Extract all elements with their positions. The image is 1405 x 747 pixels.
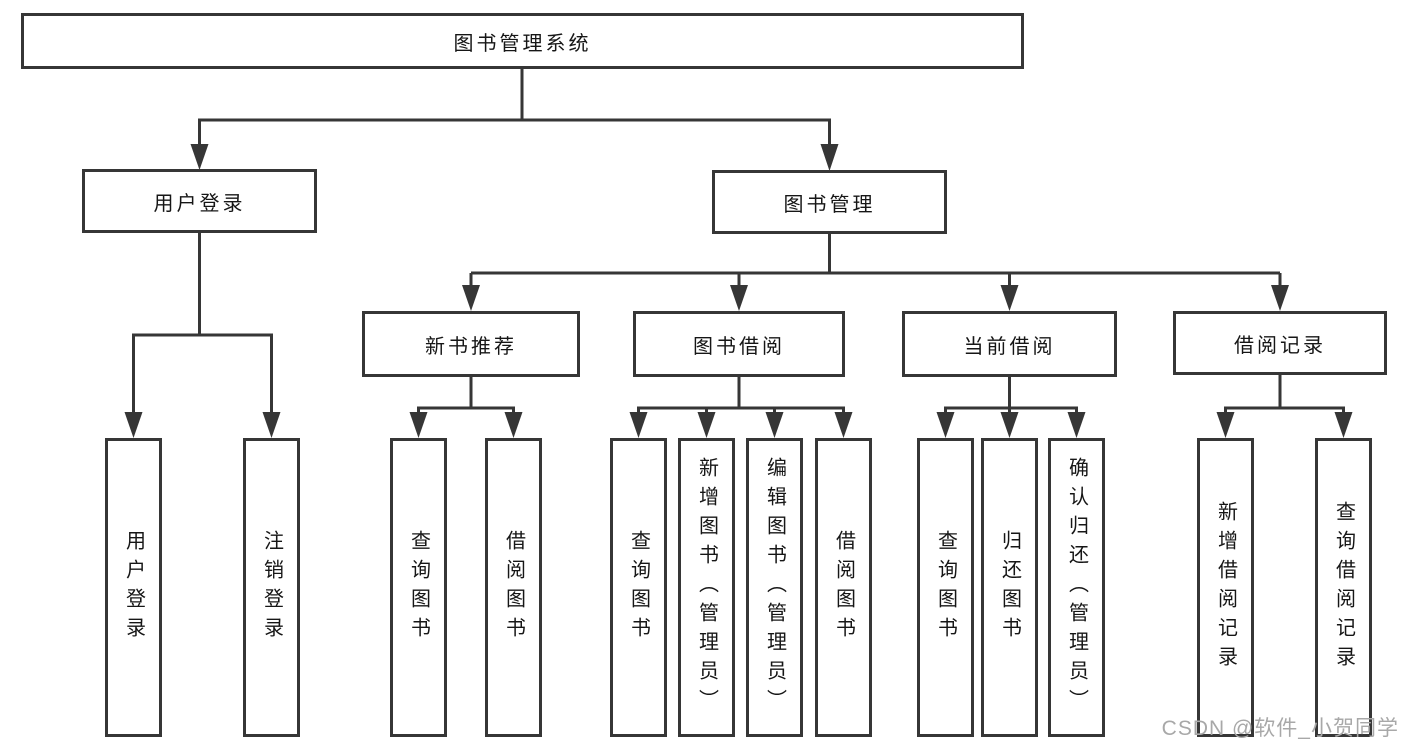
node-label: 当前借阅 [963,335,1056,358]
node-label: 借阅图书 [832,529,855,646]
node-label: 新书推荐 [425,335,517,358]
node-user-login: 用户登录 [82,169,317,233]
node-label: 借阅记录 [1234,334,1326,357]
node-label: 新增借阅记录 [1214,500,1237,675]
node-book-borrow: 图书借阅 [633,311,845,377]
connector-borrow-record-branch [1216,375,1353,438]
node-label: 新增图书（管理员） [695,457,718,718]
node-label: 查询图书 [627,529,650,646]
node-leaf-logout: 注销登录 [243,438,300,737]
node-label: 用户登录 [153,192,246,215]
node-leaf-query-books-2: 查询图书 [610,438,667,737]
node-leaf-borrow-books-1: 借阅图书 [485,438,542,737]
node-leaf-edit-books-admin: 编辑图书（管理员） [746,438,803,737]
node-leaf-borrow-books-2: 借阅图书 [815,438,872,737]
node-leaf-return-books: 归还图书 [981,438,1038,737]
node-book-management: 图书管理 [712,170,947,234]
node-label: 查询借阅记录 [1332,500,1355,675]
node-label: 查询图书 [407,529,430,646]
connector-book-management-branch [462,234,1289,311]
node-leaf-user-login: 用户登录 [105,438,162,737]
node-current-borrow: 当前借阅 [902,311,1117,377]
connector-book-borrow-branch [629,377,853,438]
node-label: 图书借阅 [693,335,785,358]
node-leaf-add-books-admin: 新增图书（管理员） [678,438,735,737]
node-leaf-query-books-1: 查询图书 [390,438,447,737]
node-library-management-system: 图书管理系统 [21,13,1024,69]
node-leaf-add-borrow-record: 新增借阅记录 [1197,438,1254,737]
connector-current-borrow-branch [936,377,1086,438]
node-label: 图书管理系统 [453,32,592,55]
node-label: 归还图书 [998,529,1021,646]
connector-user-login-branch [124,233,281,438]
connector-root-to-level2 [190,69,839,171]
node-leaf-query-borrow-record: 查询借阅记录 [1315,438,1372,737]
node-borrow-record: 借阅记录 [1173,311,1387,375]
node-new-book-recommend: 新书推荐 [362,311,580,377]
node-label: 借阅图书 [502,529,525,646]
node-leaf-query-books-3: 查询图书 [917,438,974,737]
node-label: 确认归还（管理员） [1065,457,1088,718]
node-label: 查询图书 [934,529,957,646]
node-label: 注销登录 [260,529,283,646]
csdn-watermark: CSDN @软件_小贺同学 [1161,717,1399,740]
node-label: 编辑图书（管理员） [763,457,786,718]
node-label: 用户登录 [122,529,145,646]
node-label: 图书管理 [783,193,876,216]
connector-new-book-branch [409,377,523,438]
node-leaf-confirm-return-admin: 确认归还（管理员） [1048,438,1105,737]
